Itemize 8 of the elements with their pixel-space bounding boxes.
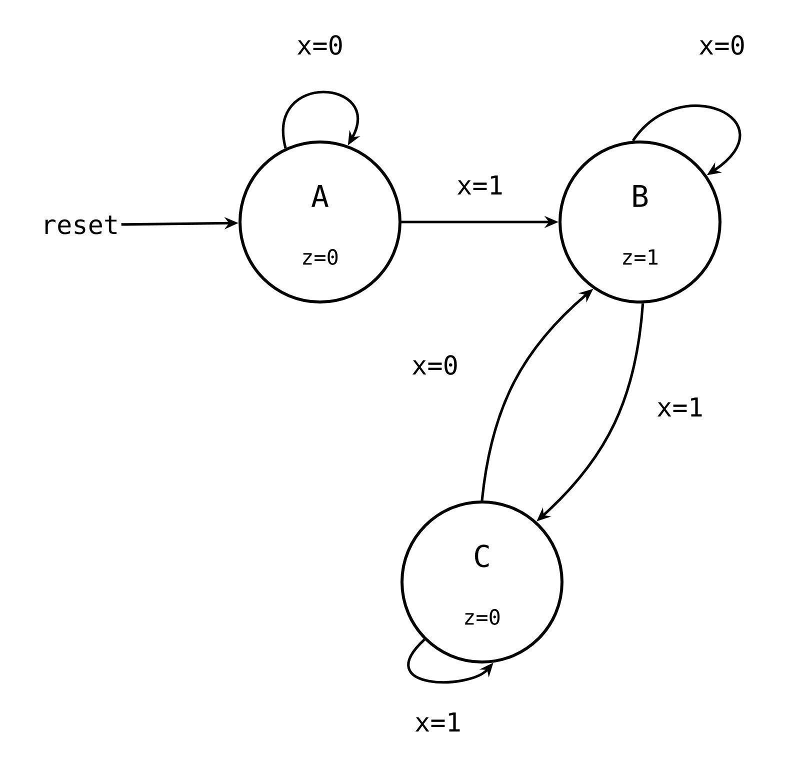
arrow bbox=[282, 90, 360, 148]
edge-label: x=1 bbox=[654, 396, 706, 418]
edge-label: x=1 bbox=[454, 174, 506, 196]
edge-label: x=0 bbox=[294, 33, 346, 57]
edge-label: x=0 bbox=[696, 33, 748, 57]
edge-label: x=1 bbox=[412, 710, 464, 734]
start-label: reset bbox=[45, 216, 117, 234]
edge-label: x=0 bbox=[410, 353, 460, 377]
